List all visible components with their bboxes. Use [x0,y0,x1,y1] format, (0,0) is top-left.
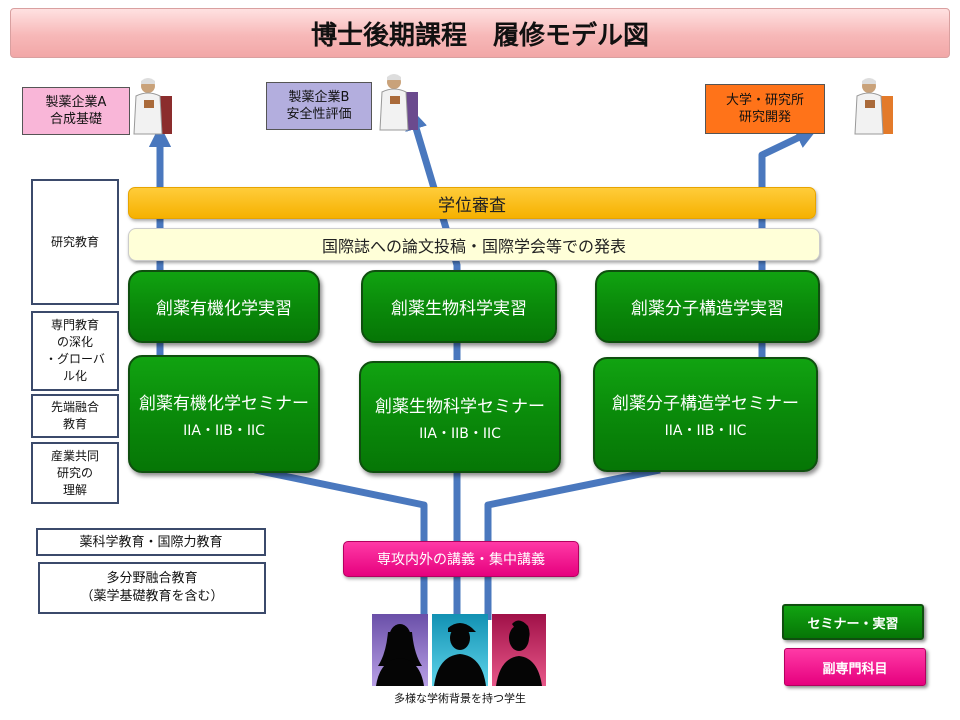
side-sentan-line1: 先端融合 [50,400,99,414]
legend-seminar: セミナー・実習 [782,604,924,640]
side-sangyo-line1: 産業共同 [50,448,99,463]
side-label-research: 研究教育 [31,179,119,305]
side-label-sentan: 先端融合 教育 [31,394,119,438]
seminar-box: 創薬分子構造学セミナー IIA・IIB・IIC [593,357,818,472]
side-senmon-line4: ル化 [62,369,87,383]
practical-box: 創薬分子構造学実習 [595,270,820,343]
lecture-text: 専攻内外の講義・集中講義 [377,552,545,568]
career-a-line1: 製薬企業A [45,95,107,110]
yakugaku-text: 薬科学教育・国際力教育 [79,534,223,550]
career-b-line2: 安全性評価 [286,107,352,122]
career-b-line1: 製薬企業B [288,90,350,105]
career-a-line2: 合成基礎 [49,112,102,127]
scientist-icon [854,78,893,135]
tabunya-line1: 多分野融合教育 [106,571,198,586]
legend-sub: 副専門科目 [784,648,926,686]
practical-box: 創薬有機化学実習 [128,270,320,343]
side-senmon-line1: 専門教育 [50,318,99,332]
legend-sub-label: 副専門科目 [822,661,888,677]
branch-right [484,466,661,620]
side-label-research-text: 研究教育 [50,234,99,249]
seminar-title: 創薬分子構造学セミナー [612,394,799,414]
practical-label: 創薬有機化学実習 [156,299,292,319]
side-label-sangyo: 産業共同 研究の 理解 [31,442,119,504]
publication-text: 国際誌への論文投稿・国際学会等での発表 [321,236,626,256]
career-box-b: 製薬企業B 安全性評価 [266,82,372,130]
scientist-icon [379,74,418,131]
seminar-title: 創薬生物科学セミナー [375,396,545,417]
side-sangyo-line2: 研究の [56,465,93,480]
scientist-icon [133,78,172,135]
side-senmon-line3: ・グローバ [45,352,105,366]
legend-seminar-label: セミナー・実習 [807,616,899,632]
side-senmon-line2: の深化 [56,335,93,349]
practical-label: 創薬生物科学実習 [391,299,527,319]
practical-box: 創薬生物科学実習 [361,270,557,343]
career-box-a: 製薬企業A 合成基礎 [22,87,130,135]
side-label-senmon: 専門教育 の深化 ・グローバ ル化 [31,311,119,391]
tabunya-line2: （薬学基礎教育を含む） [80,589,224,604]
side-sangyo-line3: 理解 [62,482,87,497]
branch-left [254,466,428,620]
seminar-sub: IIA・IIB・IIC [183,422,265,439]
student-silhouette-icon [432,614,488,686]
seminar-title: 創薬有機化学セミナー [139,393,309,414]
seminar-box: 創薬生物科学セミナー IIA・IIB・IIC [359,361,561,473]
tabunya-box: 多分野融合教育 （薬学基礎教育を含む） [38,562,266,614]
career-c-line2: 研究開発 [738,110,791,125]
degree-review-text: 学位審査 [438,195,506,216]
seminar-sub: IIA・IIB・IIC [664,423,747,439]
yakugaku-box: 薬科学教育・国際力教育 [36,528,266,556]
lecture-box: 専攻内外の講義・集中講義 [343,541,579,577]
career-c-line1: 大学・研究所 [725,93,804,108]
students-caption: 多様な学術背景を持つ学生 [394,692,526,705]
career-box-c: 大学・研究所 研究開発 [705,84,825,134]
seminar-sub: IIA・IIB・IIC [419,425,501,442]
student-silhouette-icon [492,614,546,686]
seminar-box: 創薬有機化学セミナー IIA・IIB・IIC [128,355,320,473]
page-title: 博士後期課程 履修モデル図 [10,8,950,58]
publication-bar: 国際誌への論文投稿・国際学会等での発表 [128,228,820,261]
side-sentan-line2: 教育 [62,417,87,431]
student-silhouette-icon [372,614,428,686]
practical-label: 創薬分子構造学実習 [631,299,784,319]
degree-review-bar: 学位審査 [128,187,816,219]
